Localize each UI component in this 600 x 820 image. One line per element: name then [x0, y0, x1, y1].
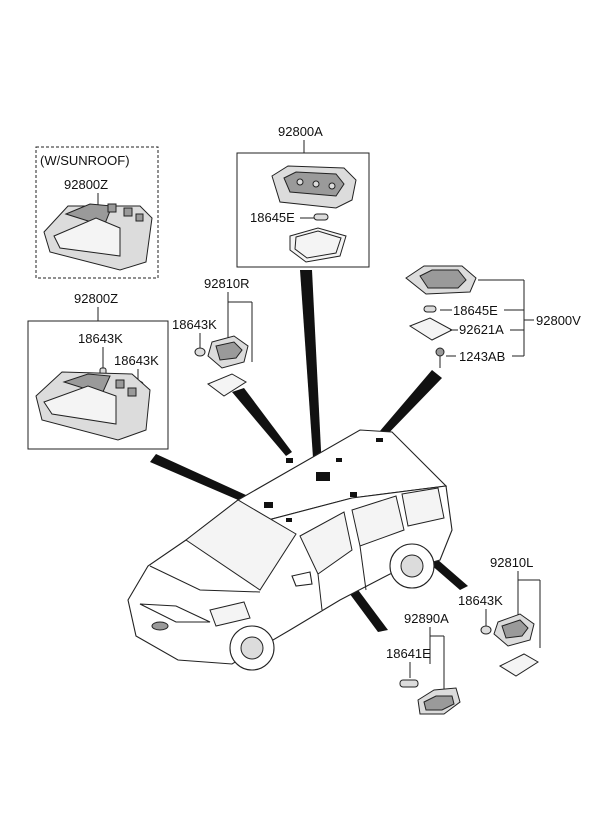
- bulb-k-right-part-number: 18643K: [114, 353, 159, 368]
- bulb-k-r-part-number: 18643K: [172, 317, 217, 332]
- vanity-l-part-number: 92810L: [490, 555, 533, 570]
- room-lamp-icon: [271, 165, 357, 209]
- cargo-lens-icon: [408, 317, 454, 341]
- vanity-lamp-right-group: 92810R 18643K: [172, 276, 253, 397]
- vehicle-grille: [139, 603, 211, 623]
- bulb-icon: [194, 347, 206, 357]
- vanity-lens-icon: [207, 373, 247, 397]
- festoon-bulb-icon: [423, 305, 437, 313]
- vehicle-mirror: [291, 571, 313, 587]
- festoon-bulb-icon: [313, 213, 329, 221]
- cargo-lamp-group: 18645E 92621A 1243AB 92800V: [405, 265, 581, 368]
- vehicle-window-rear: [351, 495, 405, 547]
- lens-v-part-number: 92621A: [459, 322, 504, 337]
- pointer-overhead-console: [150, 454, 270, 512]
- cargo-lamp-part-number: 92800V: [536, 313, 581, 328]
- vehicle-window-front: [299, 511, 353, 575]
- vanity-lens-icon: [498, 653, 539, 677]
- cargo-lamp-inner: [419, 269, 467, 289]
- pointer-cargo-lamp: [374, 370, 442, 442]
- vanity-lamp-left-group: 92810L 18643K: [458, 555, 541, 677]
- overhead-lamp-part-number: 92800Z: [74, 291, 118, 306]
- bulb-e-v-part-number: 18645E: [453, 303, 498, 318]
- bulb-e-a-part-number: 18645E: [250, 210, 295, 225]
- overhead-console-box: [27, 320, 169, 450]
- vanity-housing-inner: [215, 341, 243, 361]
- sunroof-lamp-part-number: 92800Z: [64, 177, 108, 192]
- door-lamp-part-number: 92890A: [404, 611, 449, 626]
- bulb-door-part-number: 18641E: [386, 646, 431, 661]
- sunroof-console-group: (W/SUNROOF) 92800Z: [35, 146, 159, 279]
- vehicle-window-quarter: [401, 487, 445, 527]
- screw-v-part-number: 1243AB: [459, 349, 505, 364]
- room-lamp-group: 92800A 18645E: [236, 124, 370, 268]
- vehicle-door-line: [317, 573, 323, 611]
- vehicle-emblem: [151, 621, 169, 631]
- roof-lamp-spot: [376, 438, 383, 442]
- roof-lamp-spot: [350, 492, 357, 497]
- roof-lamp-spot: [264, 502, 273, 508]
- room-lamp-box: [236, 152, 370, 268]
- screw-icon: [435, 347, 445, 368]
- room-lamp-part-number: 92800A: [278, 124, 323, 139]
- lens-inner-edge: [294, 230, 342, 259]
- roof-lamp-spot: [316, 472, 330, 481]
- roof-lamp-spot: [336, 458, 342, 462]
- vehicle-door-line: [359, 545, 367, 591]
- vehicle-front-hub: [240, 636, 264, 660]
- vanity-r-part-number: 92810R: [204, 276, 250, 291]
- vehicle-windshield: [185, 499, 297, 591]
- door-lamp-inner: [423, 695, 455, 711]
- door-lamp-group: 92890A 18641E: [386, 611, 461, 715]
- vehicle-hood-line: [149, 565, 261, 593]
- room-lamp-lens-icon: [289, 227, 347, 263]
- vanity-housing-inner: [501, 619, 529, 639]
- pointer-room-lamp: [300, 270, 322, 472]
- roof-lamp-spot: [286, 458, 293, 463]
- bulb-icon: [480, 625, 492, 635]
- overhead-console-icon: [35, 367, 151, 441]
- festoon-bulb-icon: [399, 679, 419, 688]
- bulb-k-left-part-number: 18643K: [78, 331, 123, 346]
- pointer-vanity-right: [232, 388, 292, 456]
- vehicle-headlamp: [209, 601, 251, 627]
- bulb-k-l-part-number: 18643K: [458, 593, 503, 608]
- vehicle-rear-hub: [400, 554, 424, 578]
- sunroof-note-label: (W/SUNROOF): [40, 153, 130, 168]
- sunroof-console-icon: [43, 203, 153, 271]
- sunroof-dashed-box: [35, 146, 159, 279]
- roof-lamp-spot: [286, 518, 292, 522]
- vehicle-outline: [127, 429, 453, 671]
- overhead-console-group: 92800Z 18643K 18643K: [27, 291, 169, 450]
